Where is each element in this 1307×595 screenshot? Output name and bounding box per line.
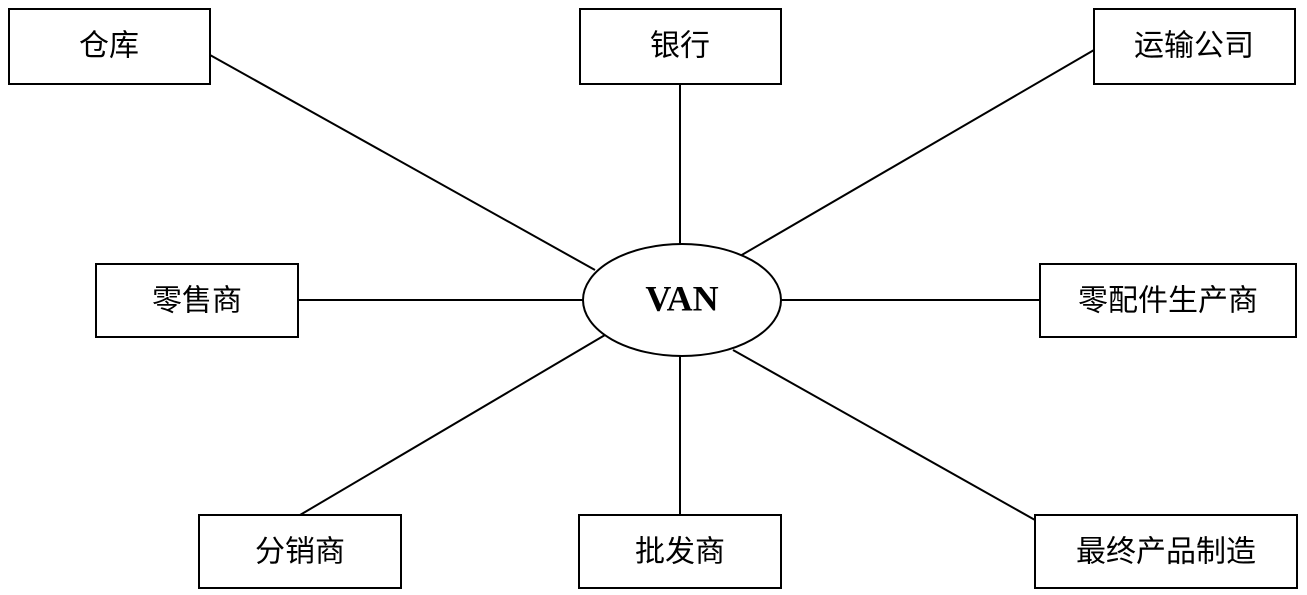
- node-warehouse: 仓库: [8, 8, 211, 85]
- node-warehouse-label: 仓库: [79, 29, 139, 64]
- node-retailer-box: [95, 263, 299, 338]
- connector-transport-company: [739, 49, 1095, 257]
- node-transport-company-label: 运输公司: [1134, 29, 1254, 64]
- node-final-manufacturer-box: [1034, 514, 1298, 589]
- van-hub-ellipse: [582, 243, 782, 357]
- node-distributor-label: 分销商: [255, 535, 345, 570]
- node-final-manufacturer-label: 最终产品制造: [1076, 535, 1256, 570]
- node-wholesaler-label: 批发商: [635, 535, 725, 570]
- node-final-manufacturer: 最终产品制造: [1034, 514, 1298, 589]
- node-transport-company: 运输公司: [1093, 8, 1296, 85]
- node-transport-company-box: [1093, 8, 1296, 85]
- connector-final-manufacturer: [732, 349, 1036, 521]
- node-wholesaler: 批发商: [578, 514, 782, 589]
- node-parts-manufacturer: 零配件生产商: [1039, 263, 1297, 338]
- node-distributor-box: [198, 514, 402, 589]
- node-parts-manufacturer-box: [1039, 263, 1297, 338]
- node-distributor: 分销商: [198, 514, 402, 589]
- van-hub: VAN: [582, 243, 782, 357]
- node-parts-manufacturer-label: 零配件生产商: [1078, 284, 1258, 319]
- node-warehouse-box: [8, 8, 211, 85]
- node-wholesaler-box: [578, 514, 782, 589]
- node-bank-label: 银行: [650, 29, 710, 64]
- connector-warehouse: [209, 54, 596, 271]
- node-retailer-label: 零售商: [152, 284, 242, 319]
- node-bank: 银行: [579, 8, 782, 85]
- van-hub-label: VAN: [645, 278, 718, 318]
- node-bank-box: [579, 8, 782, 85]
- connectors: [209, 49, 1095, 521]
- connector-distributor: [299, 334, 606, 516]
- node-retailer: 零售商: [95, 263, 299, 338]
